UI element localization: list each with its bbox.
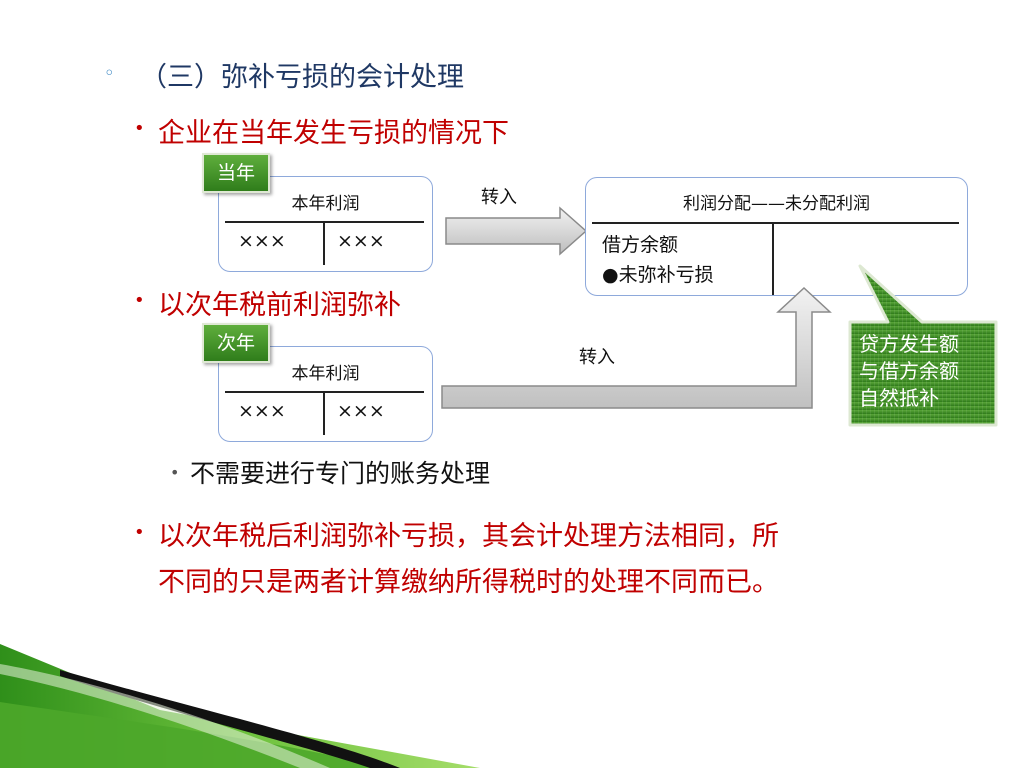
t-account-title: 本年利润: [291, 364, 360, 384]
callout-bubble: [848, 264, 998, 427]
t-account-credit-cell: ×××: [337, 230, 385, 252]
heading: （三）弥补亏损的会计处理: [140, 62, 464, 93]
point-after-tax-line2: 不同的只是两者计算缴纳所得税时的处理不同而已。: [158, 567, 779, 598]
point-next-year-pretax: 以次年税前利润弥补: [158, 290, 401, 321]
target-account-rule: [592, 222, 959, 224]
bent-transfer-arrow-icon: [441, 286, 832, 409]
t-account-divider: [323, 392, 325, 435]
t-account-debit-cell: ×××: [238, 400, 286, 422]
transfer-label-2: 转入: [579, 347, 615, 368]
target-account-title: 利润分配——未分配利润: [683, 194, 870, 214]
unmade-loss-label: ●未弥补亏损: [602, 264, 714, 286]
t-account-credit-cell: ×××: [337, 400, 385, 422]
target-account-divider: [772, 223, 774, 295]
point-current-year-loss: 企业在当年发生亏损的情况下: [158, 118, 509, 149]
t-account-debit-cell: ×××: [238, 230, 286, 252]
transfer-arrow-icon: [445, 206, 588, 256]
callout-line: 贷方发生额: [859, 332, 959, 356]
decorative-swoosh: [0, 644, 480, 768]
debit-balance-label: 借方余额: [602, 234, 679, 256]
t-account-divider: [323, 222, 325, 265]
callout-text: 贷方发生额 与借方余额 自然抵补: [859, 331, 959, 412]
bullet-dot: •: [170, 463, 180, 482]
tag-current-year: 当年: [202, 153, 270, 193]
transfer-label-1: 转入: [481, 187, 517, 208]
t-account-retained-earnings: [585, 177, 968, 296]
bullet-dot: •: [134, 290, 145, 311]
t-account-title: 本年利润: [291, 194, 360, 214]
bullet-dot: •: [134, 118, 145, 139]
tag-next-year: 次年: [202, 323, 270, 363]
callout-line: 与借方余额: [859, 359, 959, 383]
heading-bullet: ◦: [104, 63, 115, 84]
subpoint-no-special-entry: 不需要进行专门的账务处理: [190, 459, 491, 488]
point-after-tax-line1: 以次年税后利润弥补亏损，其会计处理方法相同，所: [158, 521, 779, 552]
bullet-dot: •: [134, 522, 145, 543]
callout-line: 自然抵补: [859, 386, 939, 410]
